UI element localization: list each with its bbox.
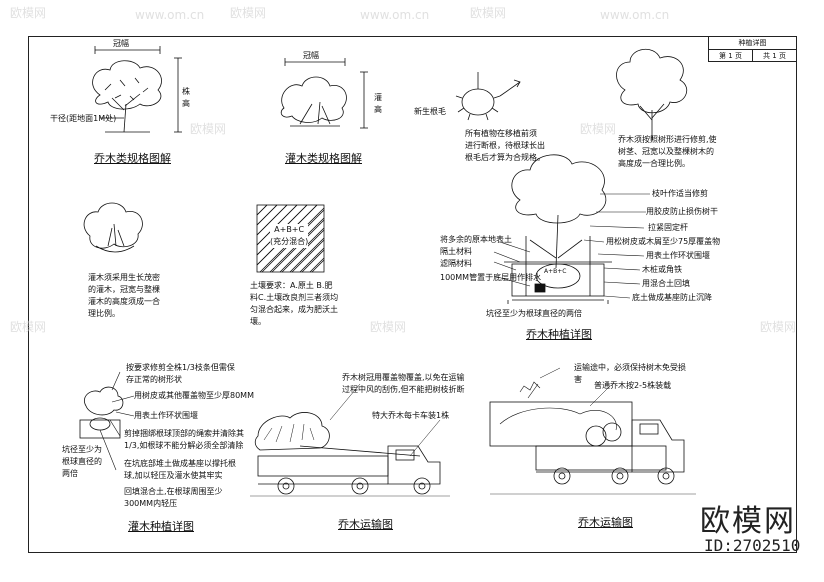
tree-plant-label-6: 木桩或角铁 <box>642 265 682 274</box>
brand-logo: 欧模网 <box>700 504 796 539</box>
tree-plant-center: A+B+C <box>544 268 567 275</box>
tree-plant-left-4: 100MM管置于底层用作排水 <box>440 273 542 282</box>
soil-mix-label: A+B+C (充分混合) <box>270 224 309 248</box>
tree-plant-bottom: 坑径至少为根球直径的两倍 <box>486 309 582 318</box>
shrub-crown-label: 冠幅 <box>303 51 319 60</box>
tree-plant-label-5: 用表土作环状围堰 <box>646 251 710 260</box>
tree-crown-label: 冠幅 <box>113 39 129 48</box>
new-root-label: 新生根毛 <box>414 107 446 116</box>
watermark-url: www.om.cn <box>600 8 670 22</box>
tree-spec-illustration <box>92 46 182 133</box>
new-root-note: 所有植物在移植前须 进行断根，待根球长出 根毛后才算为合规格。 <box>465 129 545 162</box>
transport2-title: 乔木运输图 <box>578 516 633 529</box>
shrub-plant-label-2: 用树皮或其他覆盖物至少厚80MM <box>134 391 254 400</box>
page-number: 第 1 页 <box>709 50 753 62</box>
watermark: 欧模网 <box>470 6 507 20</box>
watermark: 欧模网 <box>190 122 227 136</box>
shrub-planting-detail <box>79 371 135 471</box>
tree-plant-label-3: 拉紧固定杆 <box>648 223 688 232</box>
shrub-plant-label-6: 回填混合土,在根球周围至少 300MM内轻压 <box>124 487 223 508</box>
brand-id: ID:2702510 <box>704 536 801 555</box>
title-block: 种植详图 第 1 页 共 1 页 <box>708 36 797 62</box>
page-total: 共 1 页 <box>763 52 786 60</box>
shrub-spec-illustration <box>280 58 368 129</box>
shrub-trim-note: 灌木须采用生长茂密 的灌木，冠宽与整棵 灌木的高度须成一合 理比例。 <box>88 273 160 318</box>
truck-large-tree <box>250 412 450 497</box>
shrub-trim-illustration <box>83 202 143 253</box>
tree-trim-note: 乔木须按照树形进行修剪,使 树茎、冠宽以及整棵树木的 高度成一合理比例。 <box>618 135 717 168</box>
transport1-title: 乔木运输图 <box>338 518 393 531</box>
tree-plant-left-2: 隔土材料 <box>440 247 472 256</box>
tree-plant-label-4: 用松树皮或木屑至少75厚覆盖物 <box>606 237 721 246</box>
sheet-name: 种植详图 <box>709 37 796 50</box>
shrub-plant-label-4: 剪掉捆绑根球顶部的绳索并清除其 1/3,如根球不能分解必须全部清除 <box>124 429 244 450</box>
tree-spec-title: 乔木类规格图解 <box>94 152 171 165</box>
shrub-pit-note: 坑径至少为 根球直径的 两倍 <box>62 445 102 478</box>
watermark: 欧模网 <box>580 122 617 136</box>
tree-planting-detail <box>493 154 650 304</box>
watermark: 欧模网 <box>230 6 267 20</box>
watermark-url: www.om.cn <box>360 8 430 22</box>
shrub-plant-label-1: 按要求修剪全株1/3枝条但需保 存正常的树形状 <box>126 363 235 384</box>
drawing-sheet-border <box>28 36 797 553</box>
transport2-note1: 运输途中，必须保持树木免受损 害 <box>574 363 686 384</box>
watermark-url: www.om.cn <box>135 8 205 22</box>
transport1-note1: 乔木树冠用覆盖物覆盖,以免在运输 过程中风的刮伤,但不能把树枝折断 <box>342 373 465 394</box>
shrub-planting-title: 灌木种植详图 <box>128 520 194 533</box>
shrub-plant-label-3: 用表土作环状围堰 <box>134 411 198 420</box>
shrub-plant-label-5: 在坑底部堆土做成基座以撑托根 球,加以轻压及灌水使其牢实 <box>124 459 236 480</box>
soil-note: 土壤要求：A.原土 B.肥 料C.土壤改良剂三者须均 匀混合起来，成为肥沃土 壤… <box>250 281 339 326</box>
shrub-height-label: 灌高 <box>374 93 382 114</box>
root-ball-illustration <box>455 72 521 121</box>
transport1-note2: 特大乔木每卡车装1株 <box>372 411 450 420</box>
watermark: 欧模网 <box>10 6 47 20</box>
watermark: 欧模网 <box>370 320 407 334</box>
shrub-spec-title: 灌木类规格图解 <box>285 152 362 165</box>
tree-plant-label-2: 用胶皮防止损伤树干 <box>646 207 718 216</box>
tree-plant-left-1: 将多余的原本地表土 <box>440 235 512 244</box>
tree-planting-title: 乔木种植详图 <box>526 328 592 341</box>
truck-normal-trees <box>489 367 696 495</box>
tree-height-label: 株高 <box>182 87 190 108</box>
tree-plant-label-7: 用混合土回填 <box>642 279 690 288</box>
watermark: 欧模网 <box>10 320 47 334</box>
watermark: 欧模网 <box>760 320 797 334</box>
tree-trim-illustration <box>616 49 688 140</box>
transport2-note2: 普通乔木按2-5株装载 <box>594 381 672 390</box>
tree-plant-left-3: 滤隔材料 <box>440 259 472 268</box>
tree-plant-label-1: 枝叶作适当修剪 <box>652 189 708 198</box>
tree-trunk-label: 干径(距地面1M处) <box>50 114 117 123</box>
tree-plant-label-8: 底土做成基座防止沉降 <box>632 293 712 302</box>
